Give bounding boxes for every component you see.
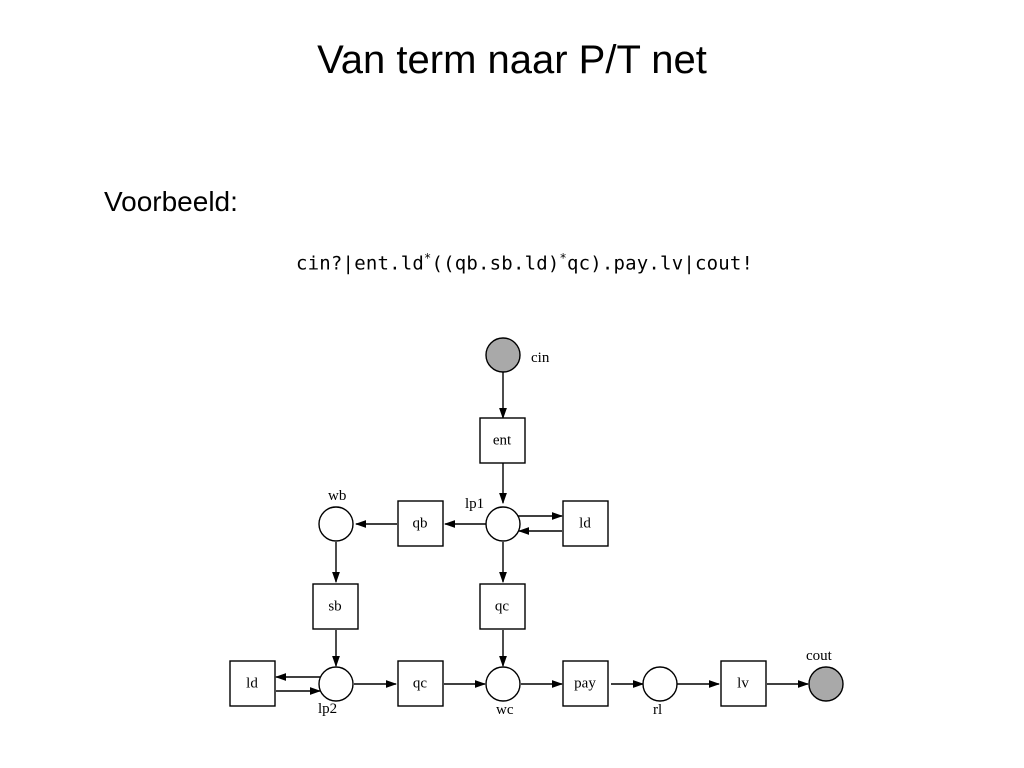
- transition-label-ent: ent: [493, 432, 512, 448]
- term-part-3: qc).pay.lv|cout!: [566, 252, 754, 275]
- term-star-1: *: [424, 251, 432, 265]
- transition-ld-right: [562, 500, 609, 547]
- place-cout: [808, 666, 844, 702]
- place-label-wc: wc: [496, 702, 514, 718]
- transition-label-ld-right: ld: [579, 515, 591, 531]
- place-lp1: [485, 506, 521, 542]
- transition-label-qb: qb: [413, 515, 428, 531]
- example-label: Voorbeeld:: [104, 186, 238, 217]
- transition-label-qc-bottom: qc: [413, 675, 428, 691]
- transition-label-sb: sb: [328, 598, 341, 614]
- process-term: cin?|ent.ld*((qb.sb.ld)*qc).pay.lv|cout!: [296, 244, 753, 277]
- places: [318, 337, 844, 702]
- term-part-2: ((qb.sb.ld): [431, 252, 560, 275]
- transition-pay: [562, 660, 609, 707]
- transition-label-qc-mid: qc: [495, 598, 510, 614]
- arcs: [274, 372, 810, 695]
- transition-ent: [479, 417, 526, 464]
- transition-label-pay: pay: [574, 675, 596, 691]
- place-label-lp1: lp1: [465, 496, 484, 512]
- place-lp2: [318, 666, 354, 702]
- place-wc: [485, 666, 521, 702]
- transition-sb: [312, 583, 359, 630]
- transition-lv: [720, 660, 767, 707]
- transition-label-ld-left: ld: [246, 675, 258, 691]
- place-labels: cin lp1 wb lp2 wc rl cout: [318, 350, 833, 718]
- transitions: [229, 417, 767, 707]
- term-star-2: *: [559, 251, 567, 265]
- place-wb: [318, 506, 354, 542]
- transition-qc-mid: [479, 583, 526, 630]
- place-label-cin: cin: [531, 350, 550, 366]
- slide-title: Van term naar P/T net: [317, 38, 707, 82]
- term-part-1: cin?|ent.ld: [296, 252, 425, 275]
- place-label-lp2: lp2: [318, 701, 337, 717]
- place-rl: [642, 666, 678, 702]
- place-label-cout: cout: [806, 648, 833, 664]
- transition-labels: ent qb ld sb qc ld qc pay lv: [246, 432, 749, 691]
- transition-label-lv: lv: [737, 675, 749, 691]
- place-label-rl: rl: [653, 702, 662, 718]
- transition-qc-bottom: [397, 660, 444, 707]
- transition-ld-left: [229, 660, 276, 707]
- transition-qb: [397, 500, 444, 547]
- place-cin: [485, 337, 521, 373]
- place-label-wb: wb: [328, 488, 346, 504]
